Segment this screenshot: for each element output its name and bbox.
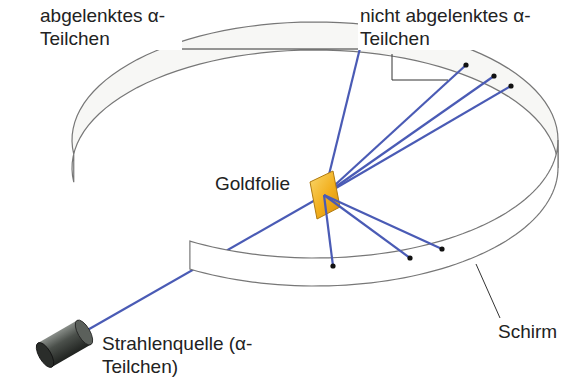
alpha-beam [324,195,333,266]
alpha-beam [324,195,442,249]
part-label: nicht abgelenktes α-Teilchen [358,4,562,50]
alpha-beam [324,65,466,195]
part-label: Goldfolie [213,172,292,195]
leader-lines [178,49,500,318]
impact-dot [330,263,335,268]
part-label: Strahlenquelle (α-Teilchen) [100,332,269,378]
impact-dot [463,62,468,67]
impact-dot [508,83,513,88]
alpha-beams [84,37,514,332]
alpha-beam [324,76,494,195]
part-label: Schirm [496,320,559,343]
impact-dot [439,246,444,251]
alpha-beam [324,195,410,258]
alpha-beams [324,195,445,269]
impact-dot [491,73,496,78]
source-cylinder [33,317,96,370]
part-label: abgelenktes α-Teilchen [38,4,182,50]
impact-dot [407,255,412,260]
alpha-beam [324,86,511,195]
screen-front [190,140,558,286]
